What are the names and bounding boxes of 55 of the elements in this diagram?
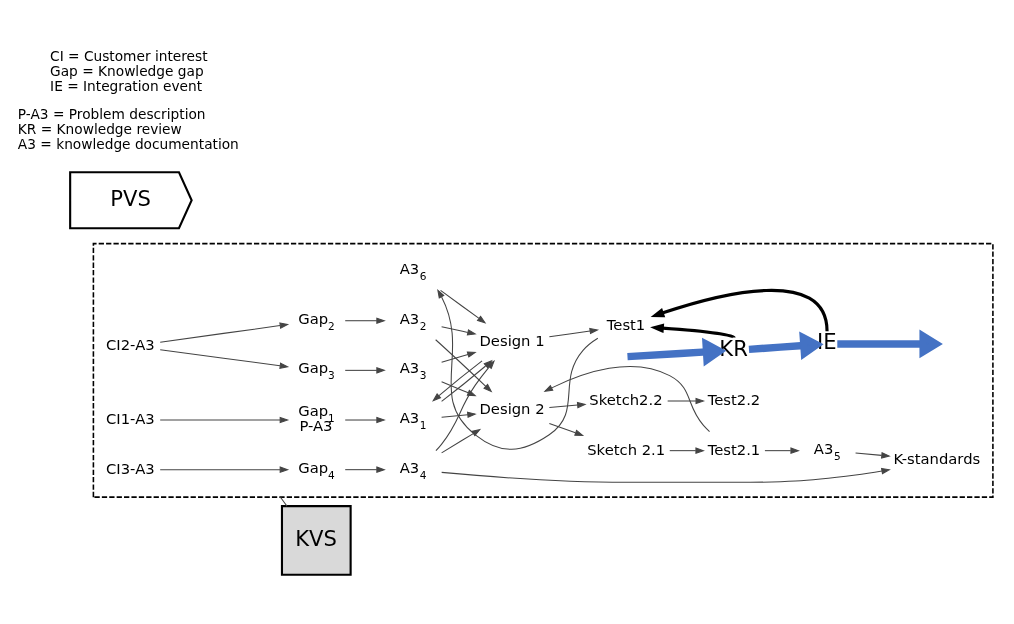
arrow bbox=[854, 452, 891, 459]
label: Gap = Knowledge gap bbox=[49, 63, 204, 80]
node-text: Gap$_{2}$ bbox=[297, 309, 335, 332]
arrow bbox=[344, 317, 386, 325]
arrow bbox=[548, 401, 587, 409]
node-text: A3$_{3}$ bbox=[399, 359, 427, 382]
node-text: Test2.2 bbox=[707, 390, 760, 408]
arrow bbox=[836, 329, 943, 359]
node-text: Sketch 2.1 bbox=[586, 440, 665, 458]
arrow bbox=[159, 349, 289, 369]
node-text: Test1 bbox=[606, 315, 645, 333]
node-text: CI3-A3 bbox=[105, 459, 155, 477]
arrow bbox=[159, 416, 289, 424]
arrow bbox=[439, 289, 486, 324]
arrow bbox=[344, 466, 386, 473]
arrow bbox=[159, 466, 289, 473]
node-text: A3$_{2}$ bbox=[399, 309, 427, 332]
arrow bbox=[668, 447, 705, 454]
node-text: A3$_{4}$ bbox=[399, 458, 427, 481]
node-text: Design 1 bbox=[479, 331, 545, 349]
arrow bbox=[626, 337, 726, 367]
arrow bbox=[650, 288, 829, 332]
label: P-A3 = Problem description bbox=[17, 106, 206, 123]
node-text: K-standards bbox=[893, 450, 980, 468]
arrow bbox=[436, 288, 598, 450]
node-text: Sketch2.2 bbox=[588, 390, 663, 408]
cluster bbox=[92, 242, 994, 498]
node-text: Gap$_{4}$ bbox=[297, 458, 335, 481]
node-text: A3$_{5}$ bbox=[813, 439, 841, 462]
node-text: Test2.1 bbox=[707, 440, 760, 458]
arrow bbox=[159, 322, 289, 343]
arrow bbox=[548, 422, 584, 436]
node-text: Gap$_{1}$ P-A3 bbox=[297, 402, 335, 434]
connector bbox=[279, 496, 287, 507]
node-text: Design 2 bbox=[479, 400, 545, 418]
arrow bbox=[344, 416, 386, 424]
arrow bbox=[666, 397, 705, 405]
label: KR = Knowledge review bbox=[17, 121, 182, 138]
arrow bbox=[543, 365, 710, 433]
label: CI = Customer interest bbox=[49, 48, 208, 65]
arrow bbox=[440, 351, 477, 363]
arrow bbox=[344, 367, 386, 374]
arrow bbox=[440, 467, 891, 483]
arrow bbox=[548, 327, 599, 338]
node-text: CI1-A3 bbox=[105, 409, 155, 427]
node-text: CI2-A3 bbox=[105, 335, 155, 353]
node-text: A3$_{6}$ bbox=[399, 259, 427, 282]
arrow bbox=[440, 326, 477, 336]
arrow bbox=[763, 447, 800, 454]
arrow bbox=[649, 323, 735, 339]
node-box: KVS bbox=[280, 505, 352, 576]
arrow bbox=[440, 411, 477, 419]
node-text: A3$_{1}$ bbox=[399, 408, 427, 431]
arrow bbox=[431, 360, 483, 402]
node-text: Gap$_{3}$ bbox=[297, 359, 335, 382]
